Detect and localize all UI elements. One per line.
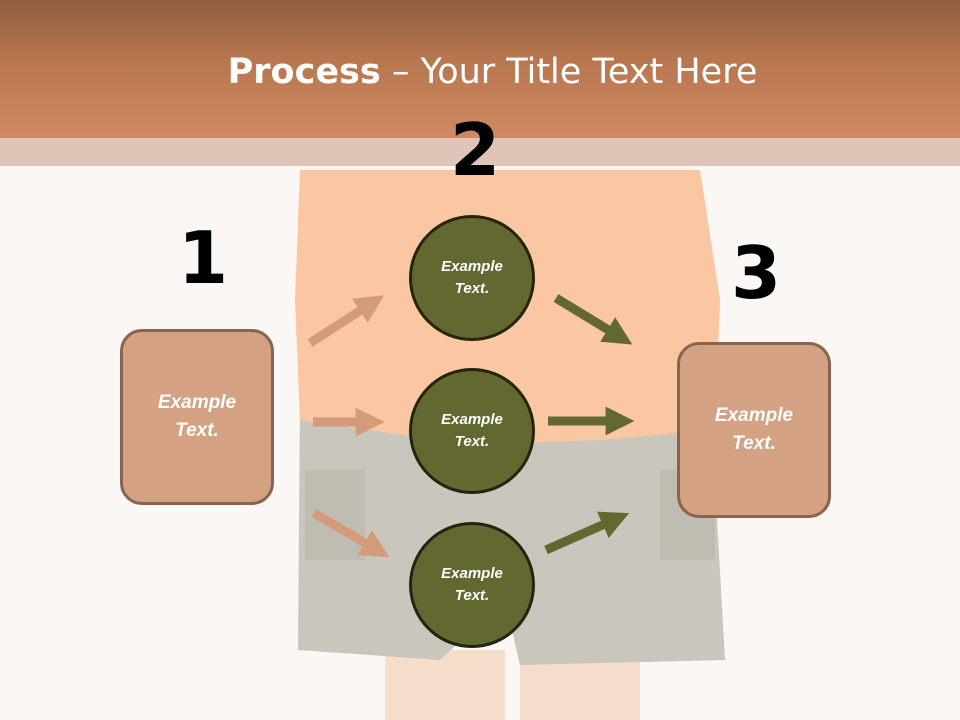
step-3-box[interactable]: Example Text. (677, 342, 831, 518)
circle-middle-line1: Example (441, 410, 503, 428)
circle-middle-line2: Text. (454, 433, 490, 450)
title-banner (0, 0, 960, 138)
circle-bottom-line2: Text. (454, 587, 490, 604)
arrow-right-up (553, 294, 633, 345)
title-banner-strip (0, 138, 960, 166)
step-number-1: 1 (178, 216, 229, 300)
step-2-circle-top[interactable]: Example Text. (409, 215, 535, 341)
step-1-box-line1: Example (157, 391, 237, 413)
circle-top-line2: Text. (454, 280, 490, 297)
arrow-right-down (544, 511, 630, 555)
arrow-left-up (307, 295, 385, 347)
title-rest: – Your Title Text Here (380, 52, 758, 92)
step-3-box-line1: Example (714, 404, 794, 426)
step-2-circle-bottom[interactable]: Example Text. (409, 522, 535, 648)
slide-title: Process – Your Title Text Here (0, 52, 960, 92)
step-2-circle-middle[interactable]: Example Text. (409, 368, 535, 494)
circle-top-line1: Example (441, 257, 503, 275)
step-number-2: 2 (450, 108, 501, 192)
step-1-box[interactable]: Example Text. (120, 329, 274, 505)
title-bold: Process (227, 52, 381, 92)
circle-bottom-line1: Example (441, 564, 503, 582)
step-3-box-line2: Text. (732, 433, 776, 454)
step-number-3: 3 (731, 231, 782, 315)
step-1-box-line2: Text. (175, 420, 219, 441)
arrow-left-down (311, 509, 390, 558)
